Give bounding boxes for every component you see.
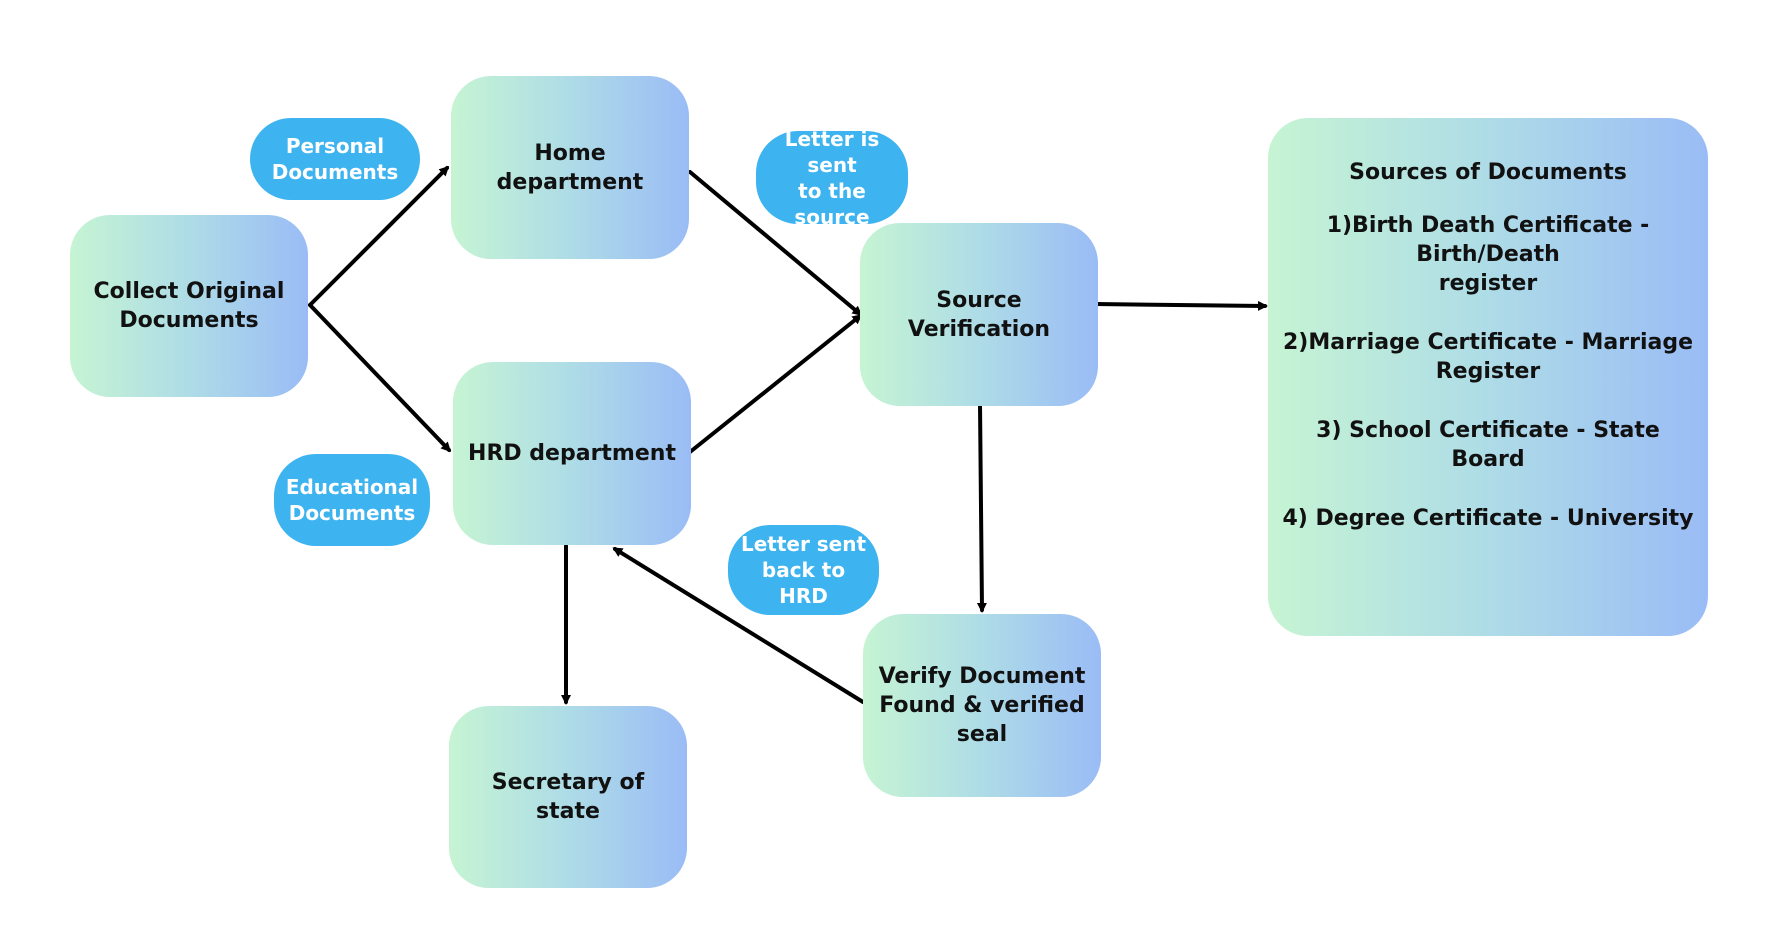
node-label: Source Verification [907, 287, 1051, 342]
pill-label: Personal Documents [271, 134, 399, 184]
hrd-department-node: HRD department [453, 362, 691, 545]
node-label: Home department [496, 140, 644, 195]
letter-sent-back-to-hrd-label: Letter sent back to HRD [728, 525, 879, 615]
sources-item: 4) Degree Certificate - University [1282, 506, 1694, 531]
pill-label: Letter sent back to HRD [740, 532, 867, 608]
educational-documents-label: Educational Documents [274, 454, 430, 546]
sources-item: 2)Marriage Certificate - Marriage Regist… [1282, 330, 1694, 384]
arrow-source-verification-to-verify [976, 402, 987, 613]
verify-document-node: Verify Document Found & verified seal [863, 614, 1101, 797]
node-label: Verify Document Found & verified seal [878, 664, 1086, 747]
sources-item: 3) School Certificate - State Board [1316, 418, 1660, 472]
personal-documents-label: Personal Documents [250, 118, 420, 200]
arrow-collect-to-hrd [308, 303, 452, 453]
arrow-verify-to-hrd [612, 547, 865, 704]
arrow-hrd-to-source-verification [688, 314, 863, 454]
collect-original-documents-node: Collect Original Documents [70, 215, 308, 397]
arrow-source-verification-to-sources [1093, 300, 1268, 311]
source-verification-node: Source Verification [860, 223, 1098, 406]
secretary-of-state-node: Secretary of state [449, 706, 687, 888]
sources-list: Sources of Documents 1)Birth Death Certi… [1278, 158, 1698, 563]
sources-item: 1)Birth Death Certificate - Birth/Death … [1326, 213, 1650, 296]
node-label: Collect Original Documents [93, 279, 285, 333]
arrow-home-to-source-verification [688, 170, 863, 316]
sources-title: Sources of Documents [1349, 160, 1627, 185]
sources-of-documents-box: Sources of Documents 1)Birth Death Certi… [1268, 118, 1708, 636]
letter-sent-to-source-label: Letter is sent to the source [756, 127, 908, 229]
home-department-node: Home department [451, 76, 689, 259]
pill-label: Letter is sent to the source [784, 126, 880, 229]
arrow-collect-to-home [308, 165, 450, 307]
pill-label: Educational Documents [285, 475, 419, 525]
node-label: HRD department [468, 441, 676, 466]
node-label: Secretary of state [491, 770, 645, 824]
